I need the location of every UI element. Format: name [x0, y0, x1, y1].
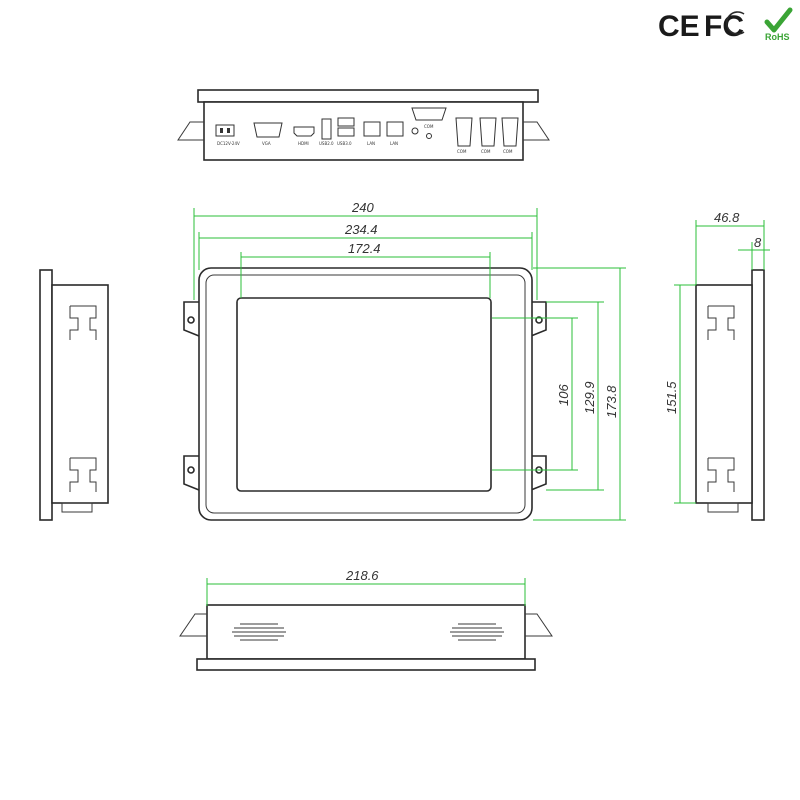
dim-side-lip: 8: [754, 235, 762, 250]
power-pin: [220, 128, 223, 133]
fcc-mark: FC: [704, 10, 744, 43]
power-button-icon: [426, 133, 432, 139]
power-port: [215, 124, 235, 137]
usb-stack-label: USB3.0: [337, 141, 352, 146]
com-port-3-label: COM: [503, 149, 513, 154]
usb-stack-top: [337, 117, 355, 127]
audio-jack: [411, 127, 419, 135]
rohs-check-icon: [764, 7, 793, 33]
front-bracket-bottom-left: [183, 455, 200, 491]
front-bracket-top-right: [530, 301, 547, 337]
left-side-foot: [61, 502, 93, 513]
right-side-body: [695, 284, 753, 504]
fcc-c-arc: [725, 11, 745, 35]
rohs-mark: RoHS: [765, 32, 790, 42]
front-bezel-inner: [205, 274, 526, 514]
power-pin: [227, 128, 230, 133]
bottom-view-bezel: [196, 658, 536, 671]
mount-hole-icon: [535, 316, 543, 324]
dim-front-inner-width: 234.4: [344, 222, 378, 237]
hdmi-port-label: HDMI: [298, 141, 309, 146]
dim-front-width: 240: [351, 200, 374, 215]
left-side-bracket-bottom: [69, 457, 97, 492]
top-view-right-bracket: [523, 121, 550, 141]
lan-port-1: [363, 121, 381, 137]
com-port-1: [455, 117, 473, 147]
top-view-left-bracket: [177, 121, 204, 141]
right-side-bracket-top: [707, 305, 735, 340]
bottom-view-left-bracket: [179, 613, 207, 637]
left-side-body: [51, 284, 109, 504]
lan-port-1-label: LAN: [367, 141, 375, 146]
usb-port: [321, 118, 332, 140]
com-port-3: [501, 117, 519, 147]
left-side-bezel: [39, 269, 53, 521]
dimension-lines: 240 234.4 172.4 106 129.9 173.8 46.8: [193, 200, 770, 606]
ce-mark: CE: [658, 10, 700, 43]
top-io-view: DC12V-24V VGA HDMI USB2.0 USB3.0 LAN LAN…: [177, 89, 550, 161]
lan-port-2-label: LAN: [390, 141, 398, 146]
bottom-view: [179, 604, 553, 671]
speaker-grille-right: [450, 623, 504, 641]
dim-bottom-width: 218.6: [345, 568, 379, 583]
dim-inner-height: 129.9: [582, 381, 597, 414]
lan-port-2: [386, 121, 404, 137]
dim-front-height: 173.8: [604, 385, 619, 418]
display-screen: [236, 297, 492, 492]
top-view-bezel: [197, 89, 539, 103]
dim-screen-width: 172.4: [348, 241, 381, 256]
usb-port-label: USB2.0: [319, 141, 334, 146]
com-top-label: COM: [424, 124, 434, 129]
right-side-view: [695, 269, 765, 521]
vga-port-label: VGA: [262, 141, 271, 146]
hdmi-port: [293, 126, 315, 137]
right-side-foot: [707, 502, 739, 513]
dim-screen-height: 106: [556, 384, 571, 406]
front-view: [183, 267, 547, 521]
dim-side-height: 151.5: [664, 381, 679, 414]
mount-hole-icon: [187, 466, 195, 474]
com-port-2-label: COM: [481, 149, 491, 154]
certification-logos: CE FC RoHS: [658, 7, 793, 43]
usb-stack-bottom: [337, 127, 355, 137]
right-side-bracket-bottom: [707, 457, 735, 492]
speaker-grille-left: [232, 623, 286, 641]
power-port-label: DC12V-24V: [217, 141, 240, 146]
com-port-2: [479, 117, 497, 147]
left-side-view: [39, 269, 109, 521]
mount-hole-icon: [187, 316, 195, 324]
right-side-bezel: [751, 269, 765, 521]
front-bracket-top-left: [183, 301, 200, 337]
dim-side-depth: 46.8: [714, 210, 740, 225]
com-port-1-label: COM: [457, 149, 467, 154]
left-side-bracket-top: [69, 305, 97, 340]
com-top-port: [411, 107, 447, 121]
bottom-view-right-bracket: [525, 613, 553, 637]
vga-port: [253, 122, 283, 138]
